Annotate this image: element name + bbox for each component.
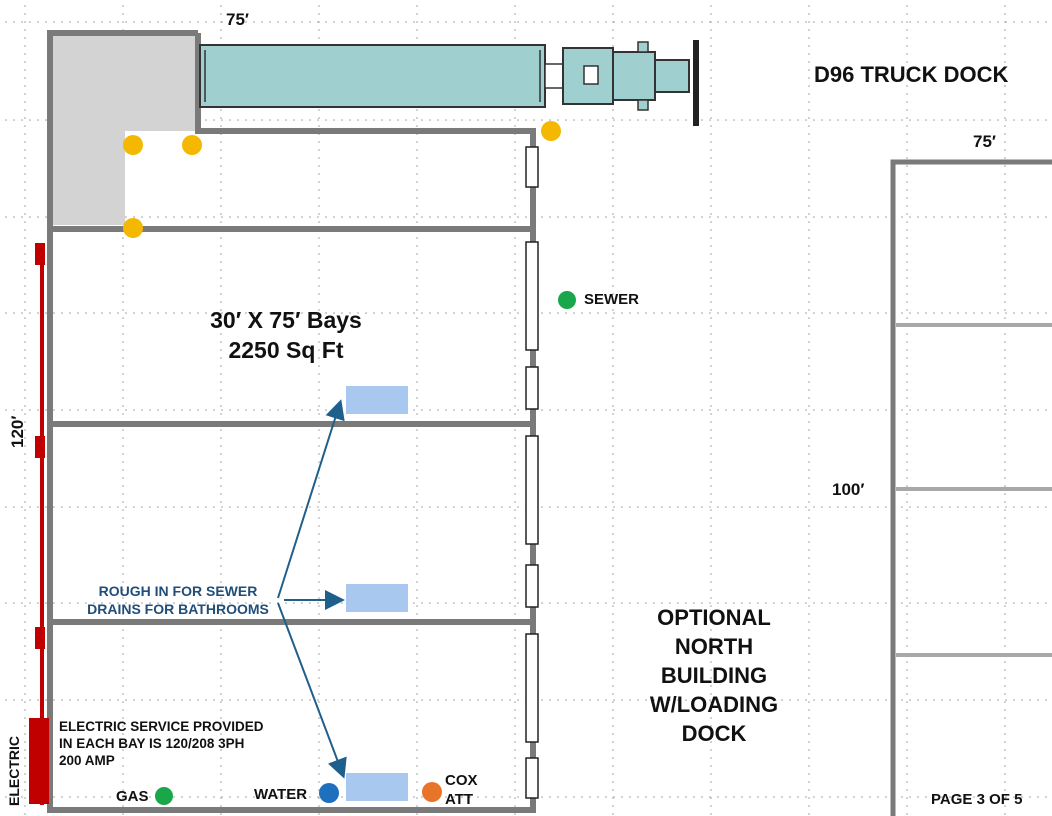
gas-label: GAS [116, 788, 149, 805]
optional-line: NORTH [674, 634, 754, 659]
optional-line: DOCK [681, 721, 747, 746]
door [525, 564, 539, 608]
drain-arrows [277, 399, 347, 779]
cox-label: COX [445, 772, 478, 789]
door [525, 146, 539, 188]
dock-concrete-area [53, 33, 198, 225]
drain-box [346, 773, 408, 801]
electric-note-line: 200 AMP [59, 753, 115, 768]
att-label: ATT [445, 791, 474, 808]
electric-note-line: ELECTRIC SERVICE PROVIDED [59, 719, 264, 734]
drain-boxes [346, 386, 408, 801]
bay-area-line: 2250 Sq Ft [228, 337, 344, 363]
rough-in-line: ROUGH IN FOR SEWER [98, 583, 258, 599]
overhead-doors [525, 146, 539, 799]
cox-att-label: COX ATT [445, 771, 478, 809]
sewer-label: SEWER [584, 291, 640, 308]
optional-line: BUILDING [660, 663, 768, 688]
electric-service-note: ELECTRIC SERVICE PROVIDED IN EACH BAY IS… [59, 718, 264, 769]
light-markers [123, 121, 561, 238]
door [525, 435, 539, 545]
cox-att-dot-icon [422, 782, 442, 802]
light-icon [123, 218, 143, 238]
north-building-dividers [896, 323, 1052, 657]
top-width-dimension: 75′ [226, 10, 249, 29]
optional-building-label: OPTIONAL NORTH BUILDING W/LOADING DOCK [620, 603, 808, 748]
water-label: WATER [254, 786, 308, 803]
gas-dot-icon [155, 787, 173, 805]
electric-panel [29, 718, 49, 804]
door [525, 757, 539, 799]
light-icon [123, 135, 143, 155]
trailer [199, 44, 546, 108]
door [525, 241, 539, 351]
rough-in-line: DRAINS FOR BATHROOMS [87, 601, 269, 617]
electric-note-line: IN EACH BAY IS 120/208 3PH [59, 736, 245, 751]
electric-label: ELECTRIC [6, 736, 22, 806]
light-icon [541, 121, 561, 141]
north-building [890, 159, 1052, 816]
left-depth-dimension: 120′ [8, 415, 27, 448]
light-icon [182, 135, 202, 155]
drain-box [346, 584, 408, 612]
north-depth-dimension: 100′ [832, 480, 865, 499]
door [525, 366, 539, 410]
page-number: PAGE 3 OF 5 [931, 791, 1023, 808]
north-width-dimension: 75′ [973, 132, 996, 151]
sewer-dot-icon [558, 291, 576, 309]
water-dot-icon [319, 783, 339, 803]
truck-icon [199, 40, 699, 126]
bay-size-line: 30′ X 75′ Bays [210, 307, 362, 333]
drain-box [346, 386, 408, 414]
rough-in-note: ROUGH IN FOR SEWER DRAINS FOR BATHROOMS [78, 582, 278, 618]
door [525, 633, 539, 743]
bay-size-label: 30′ X 75′ Bays 2250 Sq Ft [178, 305, 394, 365]
page-title: D96 TRUCK DOCK [814, 62, 1009, 87]
optional-line: OPTIONAL [657, 605, 771, 630]
optional-line: W/LOADING [649, 692, 779, 717]
electric-service [29, 243, 49, 805]
